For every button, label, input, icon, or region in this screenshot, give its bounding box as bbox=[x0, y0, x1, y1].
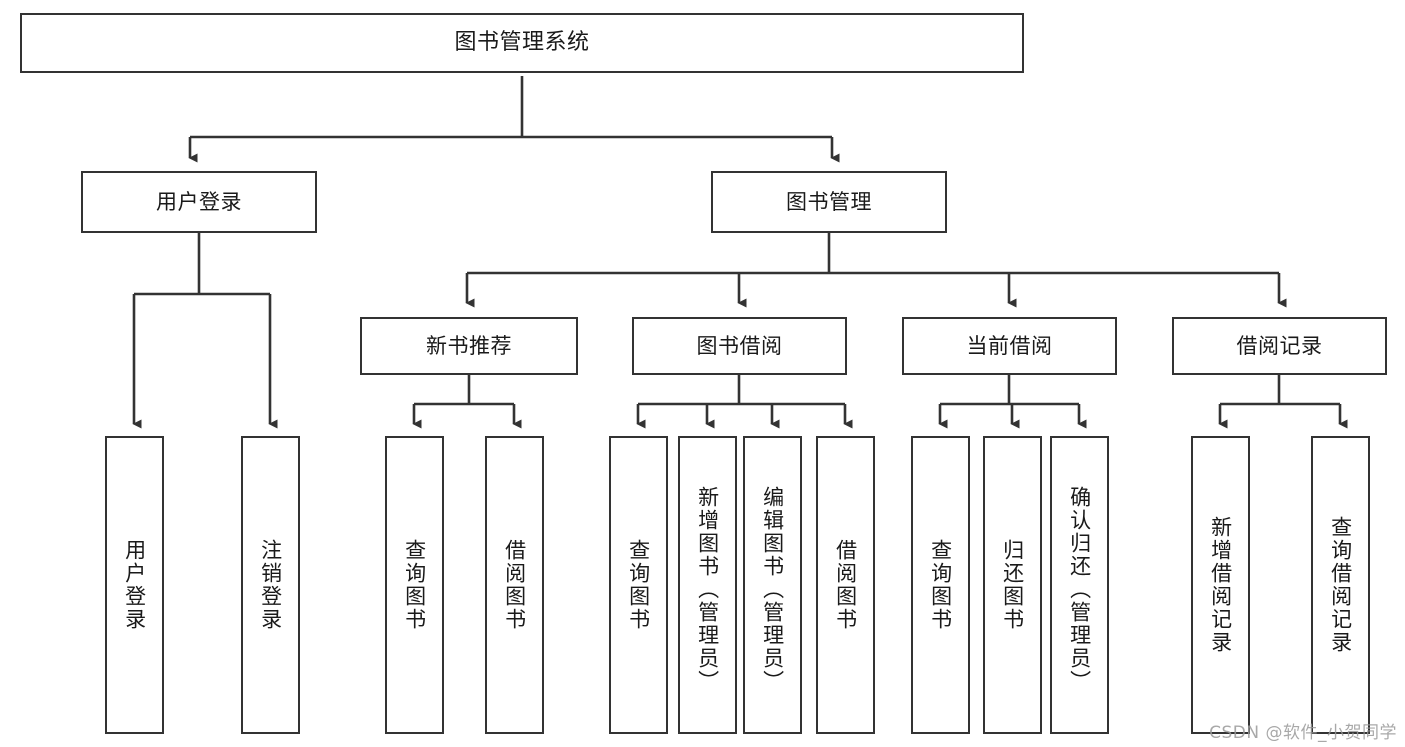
leaf-book-borrow-edit-book-admin[interactable]: 编辑图书（管理员） bbox=[743, 436, 802, 734]
leaf-current-borrow-query-book[interactable]: 查询图书 bbox=[911, 436, 970, 734]
leaf-user-login-logout[interactable]: 注销登录 bbox=[241, 436, 300, 734]
leaf-new-book-borrow-book[interactable]: 借阅图书 bbox=[485, 436, 544, 734]
node-label: 新书推荐 bbox=[426, 333, 512, 358]
leaf-borrow-record-query-record[interactable]: 查询借阅记录 bbox=[1311, 436, 1370, 734]
leaf-user-login-login[interactable]: 用户登录 bbox=[105, 436, 164, 734]
node-label: 图书管理系统 bbox=[454, 30, 590, 56]
leaf-current-borrow-return-book[interactable]: 归还图书 bbox=[983, 436, 1042, 734]
node-label: 当前借阅 bbox=[966, 333, 1053, 358]
node-label: 查询图书 bbox=[402, 539, 427, 631]
leaf-book-borrow-query-book[interactable]: 查询图书 bbox=[609, 436, 668, 734]
node-label: 确认归还（管理员） bbox=[1067, 485, 1092, 693]
leaf-book-borrow-add-book-admin[interactable]: 新增图书（管理员） bbox=[678, 436, 737, 734]
node-label: 编辑图书（管理员） bbox=[760, 485, 785, 693]
node-label: 图书借阅 bbox=[696, 333, 783, 358]
node-label: 查询图书 bbox=[626, 539, 651, 631]
node-book-management-system[interactable]: 图书管理系统 bbox=[20, 13, 1024, 73]
node-label: 新增图书（管理员） bbox=[695, 485, 720, 693]
node-label: 查询图书 bbox=[928, 539, 953, 631]
node-label: 用户登录 bbox=[122, 539, 147, 631]
node-user-login[interactable]: 用户登录 bbox=[81, 171, 317, 233]
node-label: 注销登录 bbox=[258, 539, 283, 631]
leaf-new-book-query-book[interactable]: 查询图书 bbox=[385, 436, 444, 734]
leaf-borrow-record-add-record[interactable]: 新增借阅记录 bbox=[1191, 436, 1250, 734]
node-label: 查询借阅记录 bbox=[1328, 516, 1353, 654]
node-label: 借阅图书 bbox=[833, 539, 858, 631]
leaf-book-borrow-borrow-book[interactable]: 借阅图书 bbox=[816, 436, 875, 734]
node-current-borrow[interactable]: 当前借阅 bbox=[902, 317, 1117, 375]
node-label: 新增借阅记录 bbox=[1208, 516, 1233, 654]
csdn-watermark: CSDN @软件_小贺同学 bbox=[1209, 723, 1397, 743]
node-borrow-record[interactable]: 借阅记录 bbox=[1172, 317, 1387, 375]
node-label: 归还图书 bbox=[1000, 539, 1025, 631]
node-label: 借阅图书 bbox=[502, 539, 527, 631]
node-label: 借阅记录 bbox=[1236, 333, 1323, 358]
node-book-borrow[interactable]: 图书借阅 bbox=[632, 317, 847, 375]
node-label: 用户登录 bbox=[156, 189, 242, 214]
node-label: 图书管理 bbox=[786, 189, 872, 214]
leaf-current-borrow-confirm-return-admin[interactable]: 确认归还（管理员） bbox=[1050, 436, 1109, 734]
node-new-book-recommend[interactable]: 新书推荐 bbox=[360, 317, 578, 375]
node-book-management[interactable]: 图书管理 bbox=[711, 171, 947, 233]
